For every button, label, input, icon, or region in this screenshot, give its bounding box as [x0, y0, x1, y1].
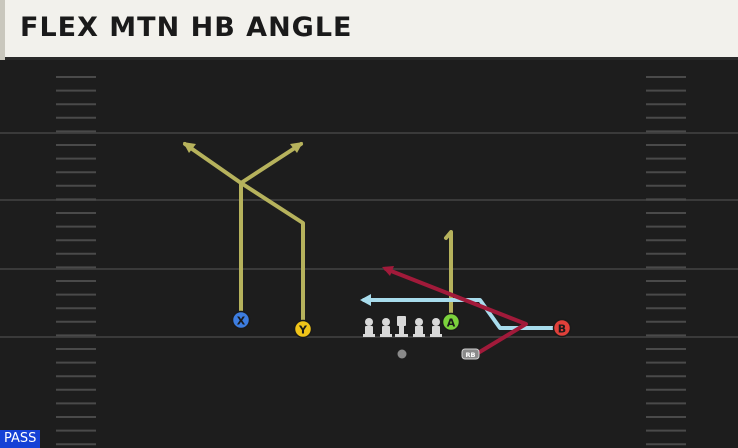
title-bar: FLEX MTN HB ANGLE	[0, 0, 738, 60]
a-drag-arrowhead	[360, 294, 371, 306]
play-diagram: RB X Y A B	[0, 76, 738, 446]
receiver-a: A	[441, 312, 461, 332]
receiver-x-label: X	[237, 315, 246, 328]
lineman-icon	[380, 318, 392, 337]
receiver-a-label: A	[447, 317, 456, 330]
center-icon	[395, 316, 408, 337]
receiver-b-label: B	[558, 323, 566, 336]
b-angle-arrowhead	[382, 266, 394, 276]
receiver-b: B	[552, 318, 572, 338]
a-vertical-route	[444, 230, 453, 320]
receiver-y-label: Y	[298, 324, 308, 337]
lineman-icon	[363, 318, 375, 337]
receiver-x: X	[231, 310, 251, 330]
x-branch-arrowhead	[290, 142, 303, 153]
play-title: FLEX MTN HB ANGLE	[20, 12, 353, 43]
y-route	[239, 181, 305, 327]
x-arrowhead	[183, 142, 196, 153]
lineman-icon	[430, 318, 442, 337]
football-field: RB X Y A B	[0, 60, 738, 448]
x-route-branch	[239, 142, 303, 185]
receiver-y: Y	[293, 319, 313, 339]
lineman-icon	[413, 318, 425, 337]
play-type-badge: PASS	[0, 430, 41, 448]
rb-label: RB	[466, 351, 476, 359]
title-accent	[0, 0, 5, 60]
yard-lines	[0, 132, 738, 338]
hash-marks-left	[56, 76, 96, 446]
running-back-marker: RB	[461, 348, 480, 360]
quarterback-marker	[397, 349, 407, 359]
route-arrowheads	[183, 142, 394, 306]
x-route	[183, 142, 243, 317]
hash-marks-right	[646, 76, 686, 446]
b-angle-route	[384, 267, 528, 355]
a-drag-route	[362, 298, 557, 330]
offensive-line	[363, 316, 442, 337]
